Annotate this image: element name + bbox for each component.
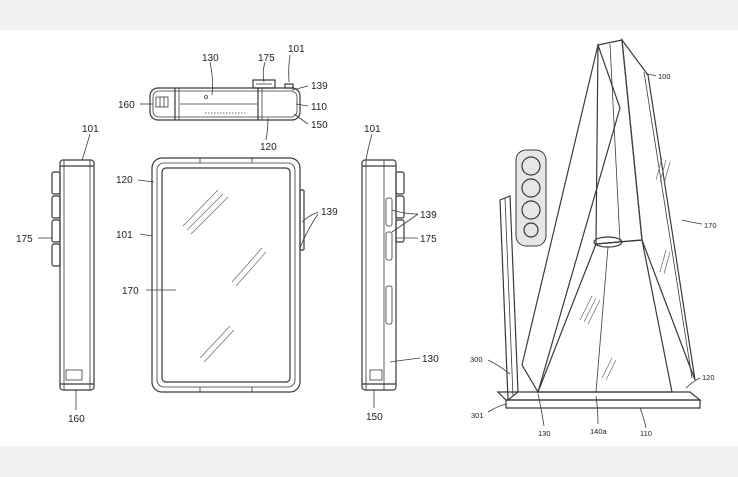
label-110-top: 110: [311, 102, 327, 113]
leader-lines: [38, 54, 703, 429]
label-140a-persp: 140a: [590, 427, 608, 436]
perspective-view-figure: [496, 37, 702, 409]
label-150-top: 150: [311, 120, 328, 131]
label-139-right: 139: [420, 210, 437, 221]
label-130-right: 130: [422, 354, 439, 365]
left-side-view-figure: [51, 159, 95, 391]
label-175-top: 175: [258, 53, 275, 64]
label-175-right: 175: [420, 234, 437, 245]
label-160-left: 160: [68, 414, 85, 425]
label-120-front: 120: [116, 175, 133, 186]
label-300-persp: 300: [470, 355, 483, 364]
label-120-persp: 120: [702, 373, 715, 382]
bottom-margin-band: [0, 446, 738, 477]
label-139-top: 139: [311, 81, 328, 92]
top-margin-band: [0, 0, 738, 30]
front-view-figure: [151, 157, 305, 393]
label-130-persp: 130: [538, 429, 551, 438]
label-120-top: 120: [260, 142, 277, 153]
label-170-front: 170: [122, 286, 139, 297]
right-side-view-figure: [361, 159, 405, 391]
label-130-top: 130: [202, 53, 219, 64]
label-160-top: 160: [118, 100, 135, 111]
label-101-right: 101: [364, 124, 381, 135]
label-101-top: 101: [288, 44, 305, 55]
reference-labels: 130 175 101 139 160 110 150 120 101 175 …: [16, 44, 717, 438]
top-view-figure: [149, 79, 301, 121]
label-110-persp: 110: [640, 429, 652, 438]
label-139-front: 139: [321, 207, 338, 218]
label-301-persp: 301: [471, 411, 484, 420]
label-150-right: 150: [366, 412, 383, 423]
label-101-left: 101: [82, 124, 99, 135]
label-175-left: 175: [16, 234, 33, 245]
label-170-persp: 170: [704, 221, 717, 230]
label-101-front: 101: [116, 230, 133, 241]
label-100-persp: 100: [658, 72, 671, 81]
